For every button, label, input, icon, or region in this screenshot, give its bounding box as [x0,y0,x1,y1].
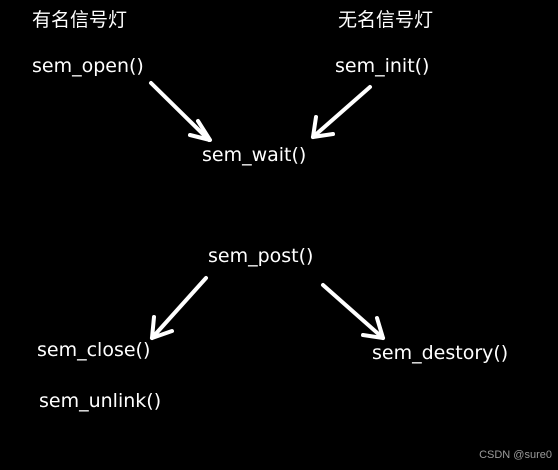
arrow-post-to-destory [321,283,385,340]
arrow-post-to-close [150,276,208,340]
sem-unlink-node: sem_unlink() [39,390,162,412]
csdn-watermark: CSDN @sure0 [479,449,552,461]
arrow-open-to-wait [149,81,212,142]
unnamed-semaphore-heading: 无名信号灯 [338,9,434,31]
arrow-init-to-wait [311,85,372,139]
sem-post-node: sem_post() [208,245,314,267]
sem-destory-node: sem_destory() [372,342,509,364]
sem-open-node: sem_open() [32,55,144,77]
sem-wait-node: sem_wait() [202,144,307,166]
named-semaphore-heading: 有名信号灯 [32,9,128,31]
sem-init-node: sem_init() [335,55,430,77]
sem-close-node: sem_close() [37,339,151,361]
